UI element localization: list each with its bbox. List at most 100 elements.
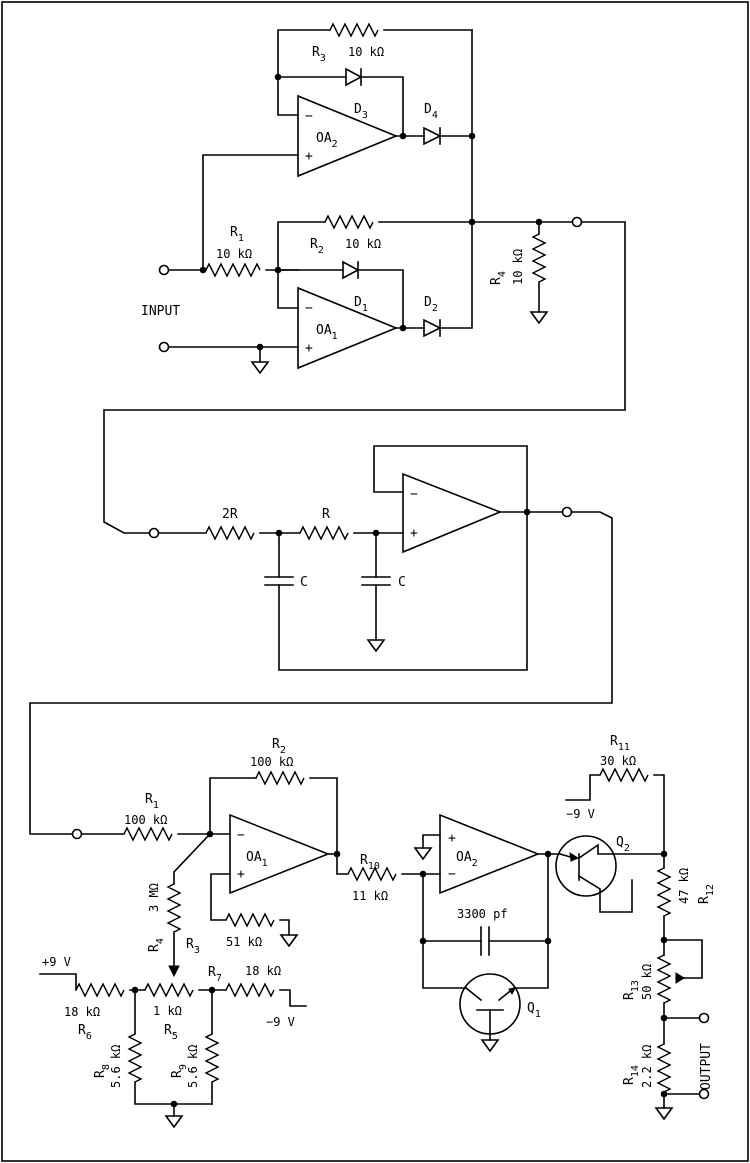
diode-d4 [423,126,442,146]
r3-top-value: 10 kΩ [348,45,384,59]
output-terminal-top[interactable] [698,1012,710,1024]
resistor-r-filter [299,525,349,541]
r12-value: 47 kΩ [677,868,691,904]
r8-label: R8 [93,1064,112,1078]
r2-bottom-label: R2 [272,737,286,756]
ground-symbol-1 [250,361,270,375]
supply-plus9v: +9 V [42,955,71,969]
svg-text:−: − [305,109,313,124]
oa1-top-label: OA1 [316,323,338,342]
ground-symbol-5 [164,1115,184,1129]
resistor-r1-top [205,262,261,278]
svg-text:+: + [410,526,418,541]
input-terminal-bottom[interactable] [158,341,170,353]
stage3-input-terminal[interactable] [71,828,83,840]
svg-text:−: − [410,487,418,502]
resistor-r7 [225,982,275,998]
r3-top-label: R3 [312,45,326,64]
diode-d3 [345,67,363,87]
r4-bottom-label: R4 [147,938,166,952]
resistor-r9 [204,1033,220,1083]
diode-d2 [423,318,442,338]
r4-bottom-value: 3 MΩ [147,883,161,912]
svg-text:−: − [448,867,456,882]
opamp-oa1-top [297,286,399,370]
r1-bottom-label: R1 [145,792,159,811]
resistor-r3-top [329,22,379,38]
r8-value: 5.6 kΩ [109,1045,123,1088]
filter-input-terminal[interactable] [148,527,160,539]
d3-label: D3 [354,102,368,121]
r5-label: R5 [164,1023,178,1042]
potentiometer-r5 [144,982,194,998]
supply-minus9v-left: −9 V [266,1015,295,1029]
r11-label: R11 [610,734,630,753]
potentiometer-r13 [656,954,672,1004]
r11-value: 30 kΩ [600,754,636,768]
opamp-oa2-top [297,94,399,178]
filter-stage: 2R R C C − + [29,445,613,835]
rectifier-output-terminal[interactable] [571,216,583,228]
r6-label: R6 [78,1023,92,1042]
r1-top-label: R1 [230,225,244,244]
r6-value: 18 kΩ [64,1005,100,1019]
capacitor-3300pf-value: 3300 pf [457,907,508,921]
r14-label: R14 [622,1065,641,1085]
rectifier-stage: INPUT R1 10 kΩ − + OA1 R2 10 kΩ D1 [103,22,626,534]
r14-value: 2.2 kΩ [640,1045,654,1088]
r4-top-label: R4 [489,271,508,285]
resistor-r1-bottom [123,826,173,842]
r9-label: R9 [170,1064,189,1078]
output-terminal-bottom[interactable] [698,1088,710,1100]
resistor-r12 [656,867,672,917]
ground-symbol-3 [366,639,386,653]
resistor-r-filter-label: R [322,507,330,522]
r1-bottom-value: 100 kΩ [124,813,167,827]
transistor-q2 [555,835,617,897]
opamp-oa1-bottom [229,813,331,895]
svg-text:+: + [305,341,313,356]
resistor-r2-top [324,214,374,230]
r3-bottom-value: 51 kΩ [226,935,262,949]
r13-label: R13 [622,980,641,1000]
supply-minus9v-right: −9 V [566,807,595,821]
q2-label: Q2 [616,835,630,854]
svg-text:−: − [237,828,245,843]
svg-text:+: + [448,831,456,846]
oa2-bottom-label: OA2 [456,850,478,869]
filter-output-terminal[interactable] [561,506,573,518]
r13-value: 50 kΩ [640,964,654,1000]
resistor-r3-bottom [225,912,275,928]
capacitor-c1-label: C [300,575,308,590]
resistor-r8 [127,1033,143,1083]
ground-symbol-7 [480,1039,500,1053]
input-label: INPUT [141,304,180,319]
r12-label: R12 [697,884,716,904]
resistor-r4-bottom [166,883,182,933]
resistor-2r-label: 2R [222,507,238,522]
d4-label: D4 [424,102,438,121]
r10-value: 11 kΩ [352,889,388,903]
r1-top-value: 10 kΩ [216,247,252,261]
ground-symbol-6 [413,847,433,861]
output-stage: R1 100 kΩ R2 100 kΩ − + OA1 R3 51 kΩ R4 … [39,734,716,1129]
resistor-r10 [347,866,397,882]
opamp-filter [402,472,503,554]
input-terminal-top[interactable] [158,264,170,276]
r2-top-label: R2 [310,237,324,256]
d1-label: D1 [354,295,368,314]
r2-bottom-value: 100 kΩ [250,755,293,769]
resistor-r14 [656,1043,672,1093]
resistor-r2-bottom [255,770,305,786]
diode-d1 [342,260,360,280]
r4-top-value: 10 kΩ [511,249,525,285]
capacitor-c2-label: C [398,575,406,590]
r7-value: 18 kΩ [245,964,281,978]
svg-text:−: − [305,301,313,316]
q1-label: Q1 [527,1001,541,1020]
potentiometer-wiper-arrow [168,965,180,978]
svg-text:+: + [237,867,245,882]
oa2-top-label: OA2 [316,131,338,150]
